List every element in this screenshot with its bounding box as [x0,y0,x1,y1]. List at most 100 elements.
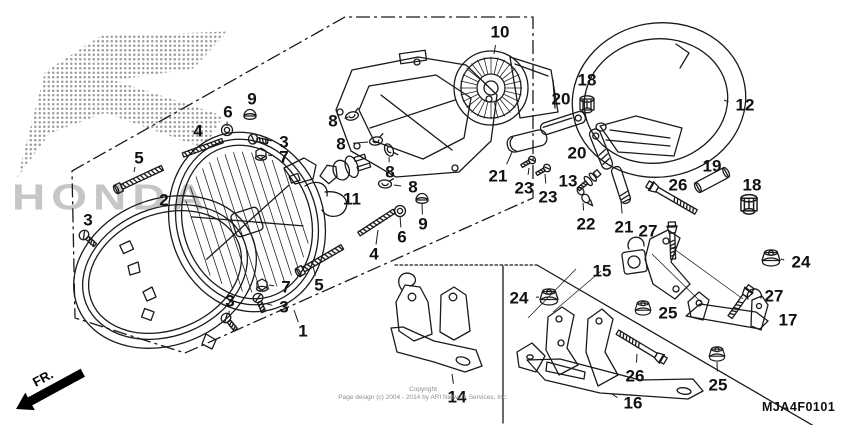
copyright-line2: Page design (c) 2004 - 2014 by ARI Netwo… [338,393,508,401]
part-14-bracket [390,272,483,373]
grommet-18 [740,193,758,215]
part-label-8: 8 [336,135,345,154]
part-label-16: 16 [624,394,643,413]
part-label-23: 23 [539,188,558,207]
bolt-27 [666,221,678,260]
part-10-case [453,50,559,126]
part-label-3: 3 [225,292,234,311]
part-label-22: 22 [577,215,596,234]
lens-flutes [185,151,309,293]
screw-23 [535,163,552,177]
part-label-9: 9 [247,90,256,109]
case-fins [459,56,523,120]
bolt-5 [112,164,165,195]
part-label-20: 20 [552,90,571,109]
part-label-17: 17 [779,311,798,330]
nut-25 [634,300,652,316]
part-label-6: 6 [397,228,406,247]
part-19-collar [693,166,731,194]
part-label-18: 18 [578,71,597,90]
part-label-19: 19 [703,157,722,176]
part-label-5: 5 [314,276,323,295]
part-label-13: 13 [559,172,578,191]
part-13-bolt [576,169,602,192]
screw-3 [247,133,269,145]
bolt-27 [727,284,755,320]
diagram-code: MJA4F0101 [762,400,836,414]
copyright-line1: Copyright [409,386,437,393]
part-label-3: 3 [279,133,288,152]
part-label-8: 8 [328,112,337,131]
part-label-21: 21 [489,167,508,186]
part-label-18: 18 [743,176,762,195]
part-label-21: 21 [615,218,634,237]
clip-8 [377,178,395,189]
part-label-11: 11 [343,190,361,209]
part-label-3: 3 [279,298,288,317]
screw-3 [78,229,98,248]
nut-7 [254,147,268,161]
nut-7 [255,278,269,292]
clip-8 [344,107,360,121]
clip-8 [383,143,399,157]
cap-9 [243,108,257,120]
part-16-bracket [516,306,704,400]
part-label-26: 26 [669,176,688,195]
copyright-notice: Copyright Page design (c) 2004 - 2014 by… [330,386,516,401]
part-label-4: 4 [193,122,203,141]
part-22-joint [576,186,594,207]
part-label-23: 23 [515,179,534,198]
headlight-mount-bracket [335,49,498,178]
part-label-26: 26 [626,367,645,386]
part-21-rubber [610,165,632,205]
part-1-headlight-unit [167,131,348,313]
assembly-boundary-2 [394,264,814,425]
part-label-7: 7 [279,148,288,167]
part-17-bracket [685,288,769,331]
part-label-20: 20 [568,144,587,163]
part-label-4: 4 [369,245,379,264]
part-label-27: 27 [639,222,658,241]
part-label-1: 1 [298,322,307,341]
part-label-5: 5 [134,149,143,168]
nut-25 [708,346,726,362]
part-label-27: 27 [765,287,784,306]
nut-24 [761,249,781,267]
part-11-bulb [319,153,372,185]
hardware-layer [78,95,781,365]
screw-3 [220,312,238,332]
part-label-2: 2 [159,191,168,210]
part-label-24: 24 [792,253,811,272]
part-21-rubber [506,129,548,153]
nut-6 [393,204,407,218]
screw-3 [252,292,267,314]
part-label-25: 25 [659,304,678,323]
part-20-setting-plate [588,128,614,170]
part-label-7: 7 [281,278,290,297]
part-label-8: 8 [408,178,417,197]
stud-4 [181,137,224,158]
bolt-26 [645,180,698,215]
screw-23 [520,155,537,169]
nut-24 [539,288,559,306]
clip-8 [368,133,384,146]
part-label-10: 10 [491,23,510,42]
fr-direction-arrow: FR. [16,366,85,411]
part-label-9: 9 [418,215,427,234]
part-label-24: 24 [510,289,529,308]
part-label-15: 15 [593,262,612,281]
cap-9 [415,192,429,204]
part-label-25: 25 [709,376,728,395]
bolt-5 [294,244,345,278]
stud-4 [357,208,397,237]
grommet-18 [579,95,595,114]
part-12-shell [571,22,747,178]
part-label-12: 12 [736,96,755,115]
part-label-6: 6 [223,103,232,122]
bolt-26 [615,329,668,365]
part-label-14: 14 [448,388,467,407]
assembly-boundary-1 [71,16,534,354]
